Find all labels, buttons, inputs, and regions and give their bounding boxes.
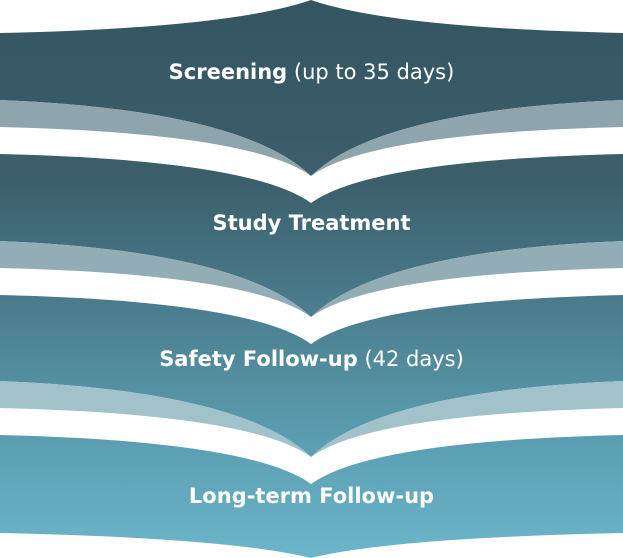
stage-label-long-term-follow-up: Long-term Follow-up — [0, 483, 623, 509]
stage-label-study-treatment: Study Treatment — [0, 210, 623, 236]
stage-band-shadow-safety-follow-up — [0, 381, 623, 457]
stage-band-shadow-study-treatment — [0, 241, 623, 317]
stage-detail: (42 days) — [364, 347, 464, 371]
stage-name: Screening — [168, 60, 288, 84]
stage-band-shadow-screening — [0, 100, 623, 176]
stage-name: Long-term Follow-up — [188, 484, 435, 508]
stage-band-screening — [0, 0, 623, 176]
stage-label-safety-follow-up: Safety Follow-up (42 days) — [0, 346, 623, 372]
stage-name: Safety Follow-up — [159, 347, 358, 371]
stage-name: Study Treatment — [212, 211, 411, 235]
stage-band-study-treatment — [0, 154, 623, 317]
stage-band-long-term-follow-up — [0, 435, 623, 558]
stage-band-safety-follow-up — [0, 295, 623, 457]
stage-label-screening: Screening (up to 35 days) — [0, 59, 623, 85]
stage-detail: (up to 35 days) — [293, 60, 455, 84]
